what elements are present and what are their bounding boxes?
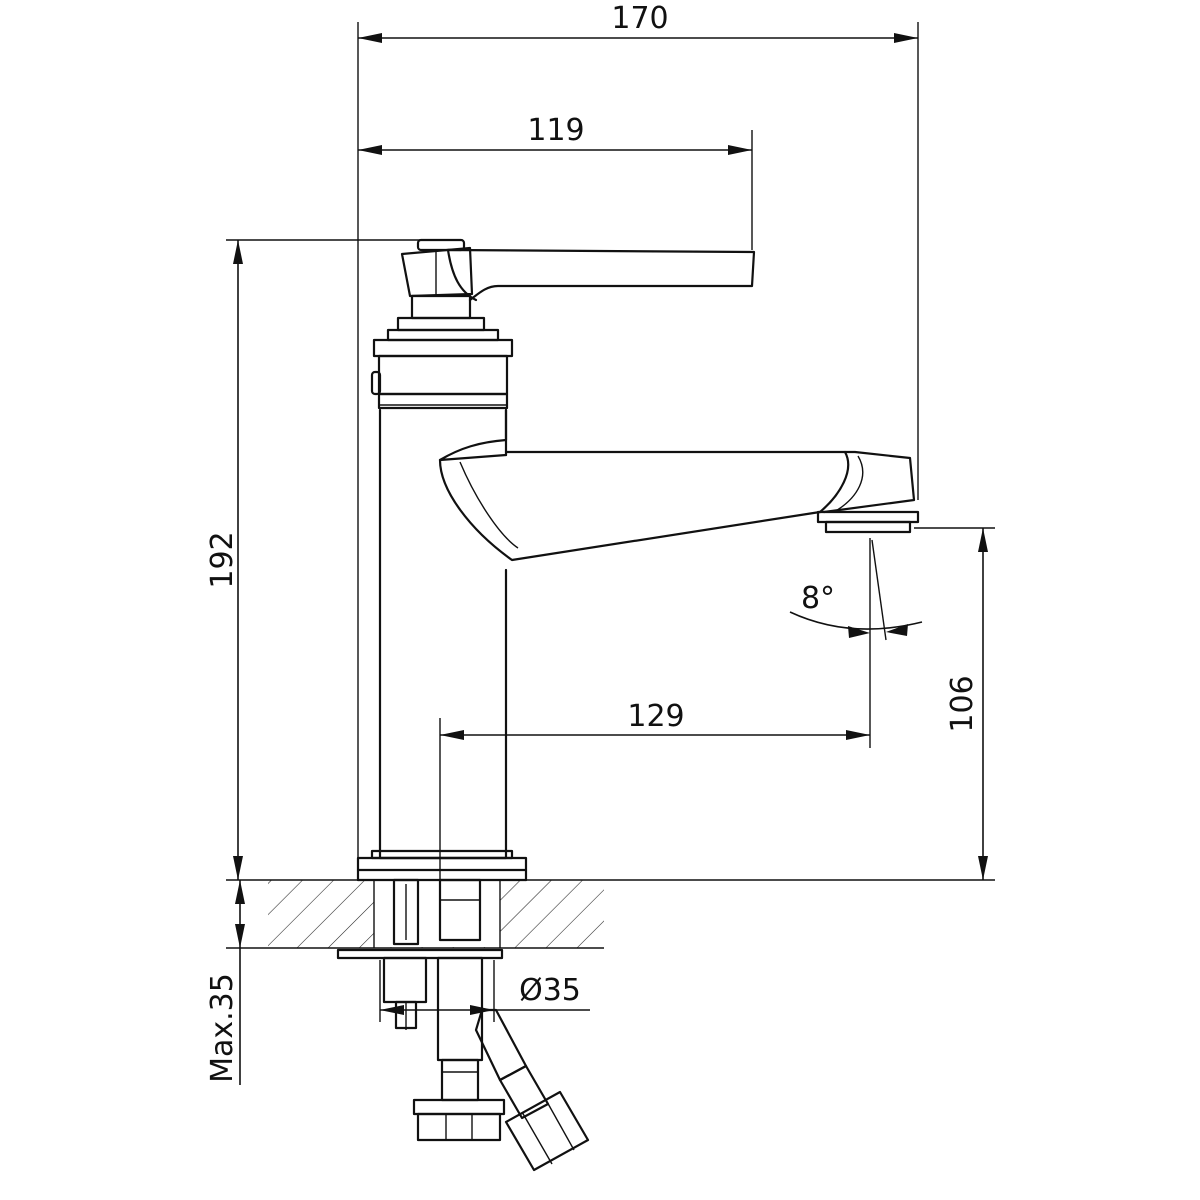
label-max-thickness: Max.35	[205, 973, 240, 1083]
label-handle-reach: 119	[527, 113, 584, 148]
label-spout-reach: 129	[627, 699, 684, 734]
label-total-width: 170	[611, 1, 668, 36]
label-mount-hole: Ø35	[519, 973, 581, 1008]
countertop	[226, 879, 995, 949]
label-total-height: 192	[205, 531, 240, 588]
faucet-body	[356, 238, 920, 882]
label-spout-angle: 8°	[801, 581, 835, 616]
dimension-lines	[226, 22, 995, 1085]
label-spout-height: 106	[945, 675, 980, 732]
